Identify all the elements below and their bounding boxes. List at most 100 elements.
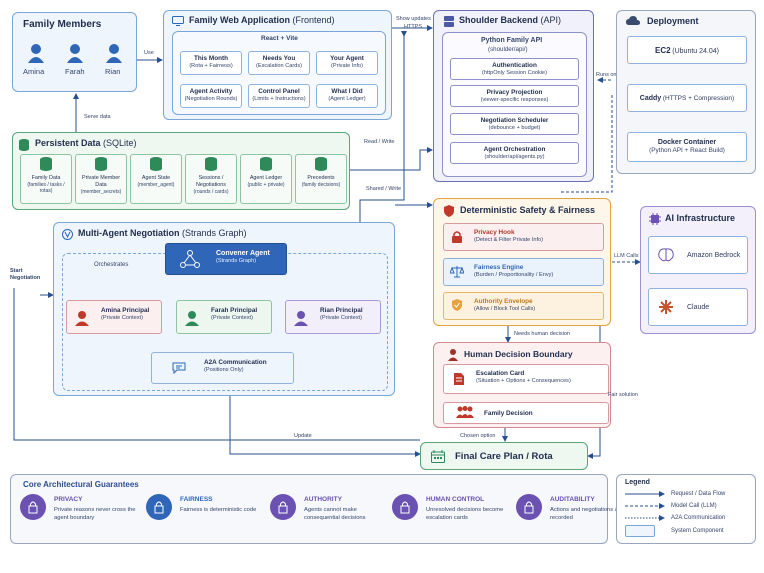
negotiation-title: Multi-Agent Negotiation (Strands Graph) xyxy=(78,228,247,238)
lock-icon xyxy=(452,231,462,243)
person-icon xyxy=(392,494,418,520)
guarantee-item: AUTHORITY Agents cannot make consequentia… xyxy=(270,490,390,534)
guarantee-text: Fairness is deterministic code xyxy=(180,507,257,513)
frontend-card-what-i-did: What I Did(Agent Ledger) xyxy=(316,84,378,108)
safety-card-privacy-hook: Privacy Hook(Detect & Filter Private Inf… xyxy=(443,223,604,251)
legend-panel: Legend Request / Data Flow Model Call (L… xyxy=(616,474,756,544)
legend-label: Request / Data Flow xyxy=(671,491,726,497)
guarantee-item: FAIRNESS Fairness is deterministic code xyxy=(146,490,266,534)
edge-label-needs-human: Needs human decision xyxy=(514,331,570,337)
database-icon xyxy=(260,157,272,171)
guarantee-text: Actions and negotiations are recorded xyxy=(550,507,624,521)
monitor-icon xyxy=(172,16,184,26)
person-icon xyxy=(75,311,89,326)
final-care-plan-title: Final Care Plan / Rota xyxy=(455,451,553,462)
orchestrates-label: Orchestrates xyxy=(94,262,129,268)
backend-title: Shoulder Backend (API) xyxy=(459,15,562,25)
person-icon xyxy=(185,311,199,326)
shield-icon xyxy=(444,205,454,217)
stack-label: React + Vite xyxy=(261,35,298,42)
backend-card-agent-orchestration: Agent Orchestration(shoulder/api/agents.… xyxy=(450,142,579,164)
family-members-title: Family Members xyxy=(23,19,102,30)
guarantee-title: FAIRNESS xyxy=(180,496,213,503)
database-icon xyxy=(40,157,52,171)
edge-label-read-write-1: Read / Write xyxy=(364,139,395,145)
backend-card-privacy-projection: Privacy Projection(viewer-specific respo… xyxy=(450,85,579,107)
person-icon xyxy=(67,44,83,63)
backend-card-negotiation-scheduler: Negotiation Scheduler(debounce + budget) xyxy=(450,113,579,135)
calendar-icon xyxy=(431,450,445,463)
api-title: Python Family API xyxy=(481,37,543,44)
member-name: Rian xyxy=(105,67,121,76)
database-item: Family Data(families / tasks / rotas) xyxy=(20,154,72,204)
guarantee-title: PRIVACY xyxy=(54,496,83,503)
ai-title: AI Infrastructure xyxy=(665,213,736,223)
edge-label-use: Use xyxy=(144,50,154,56)
edge-label-runs-on: Runs on xyxy=(596,72,617,78)
convener-agent-card: Convener Agent(Strands Graph) xyxy=(165,243,287,275)
family-members-panel: Family Members Amina Farah Rian xyxy=(12,12,137,92)
frontend-card-your-agent: Your Agent(Private Info) xyxy=(316,51,378,75)
shield-icon xyxy=(270,494,296,520)
brain-icon xyxy=(658,248,674,262)
legend-title: Legend xyxy=(625,479,650,486)
edge-label-llm-calls: LLM Calls xyxy=(614,253,639,259)
shield-check-icon xyxy=(452,299,462,311)
guarantee-title: AUDITABILITY xyxy=(550,496,595,503)
edge-label-update: Update xyxy=(294,433,312,439)
backend-panel: Shoulder Backend (API) Python Family API… xyxy=(433,10,594,182)
guarantees-title: Core Architectural Guarantees xyxy=(23,480,139,489)
frontend-card-this-month: This Month(Rota + Fairness) xyxy=(180,51,242,75)
chat-icon xyxy=(172,362,186,374)
principal-card-rian: Rian Principal(Private Context) xyxy=(285,300,381,334)
scales-icon xyxy=(146,494,172,520)
deployment-card-caddy: Caddy (HTTPS + Compression) xyxy=(627,84,747,112)
frontend-card-agent-activity: Agent Activity(Negotiation Rounds) xyxy=(180,84,242,108)
database-item: Precedents(family decisions) xyxy=(295,154,347,204)
human-decision-title: Human Decision Boundary xyxy=(464,349,573,359)
doc-icon xyxy=(516,494,542,520)
frontend-card-needs-you: Needs You(Escalation Cards) xyxy=(248,51,310,75)
person-icon xyxy=(294,311,308,326)
guarantee-title: AUTHORITY xyxy=(304,496,342,503)
graph-logo-icon xyxy=(62,229,73,240)
member-name: Amina xyxy=(23,67,45,76)
database-icon xyxy=(205,157,217,171)
person-icon xyxy=(28,44,44,63)
final-care-plan-panel: Final Care Plan / Rota xyxy=(420,442,588,470)
edge-label-show-updates: Show updates xyxy=(396,16,431,22)
document-icon xyxy=(454,373,464,385)
database-item: Private Member Data(member_secrets) xyxy=(75,154,127,204)
database-icon xyxy=(19,139,29,151)
guarantees-panel: Core Architectural Guarantees xyxy=(10,474,608,544)
scales-icon xyxy=(450,266,464,278)
a2a-communication-card: A2A Communication(Positions Only) xyxy=(151,352,294,384)
frontend-panel: Family Web Application (Frontend) React … xyxy=(163,10,392,120)
principal-card-farah: Farah Principal(Private Context) xyxy=(176,300,272,334)
edge-label-read-write-2: Shared / Write xyxy=(366,186,402,192)
deployment-title: Deployment xyxy=(647,16,699,26)
group-icon xyxy=(456,406,474,418)
edge-label-fair-solution: Fair solution xyxy=(608,392,638,398)
deployment-card-ec2: EC2 (Ubuntu 24.04) xyxy=(627,36,747,64)
edge-label-https: HTTPS xyxy=(404,24,423,30)
deployment-panel: Deployment EC2 (Ubuntu 24.04) Caddy (HTT… xyxy=(616,10,756,174)
guarantee-title: HUMAN CONTROL xyxy=(426,496,485,503)
starburst-icon xyxy=(659,300,673,314)
persistent-data-title: Persistent Data (SQLite) xyxy=(35,138,137,148)
legend-dotted-arrow xyxy=(625,515,665,521)
guarantee-text: Agents cannot make consequential decisio… xyxy=(304,507,366,521)
ai-card-claude: Claude xyxy=(648,288,748,326)
edge-label-serve: Serve data xyxy=(84,114,111,120)
frontend-title: Family Web Application (Frontend) xyxy=(189,15,335,25)
member-name: Farah xyxy=(65,67,85,76)
deployment-card-docker: Docker Container(Python API + React Buil… xyxy=(627,132,747,162)
safety-title: Deterministic Safety & Fairness xyxy=(460,205,596,215)
database-item: Sessions / Negotiations(rounds / cards) xyxy=(185,154,237,204)
database-icon xyxy=(95,157,107,171)
legend-label: System Component xyxy=(671,528,724,534)
legend-label: A2A Communication xyxy=(671,515,726,521)
legend-dashed-arrow xyxy=(625,503,665,509)
edge-label-chosen-option: Chosen option xyxy=(460,433,496,439)
